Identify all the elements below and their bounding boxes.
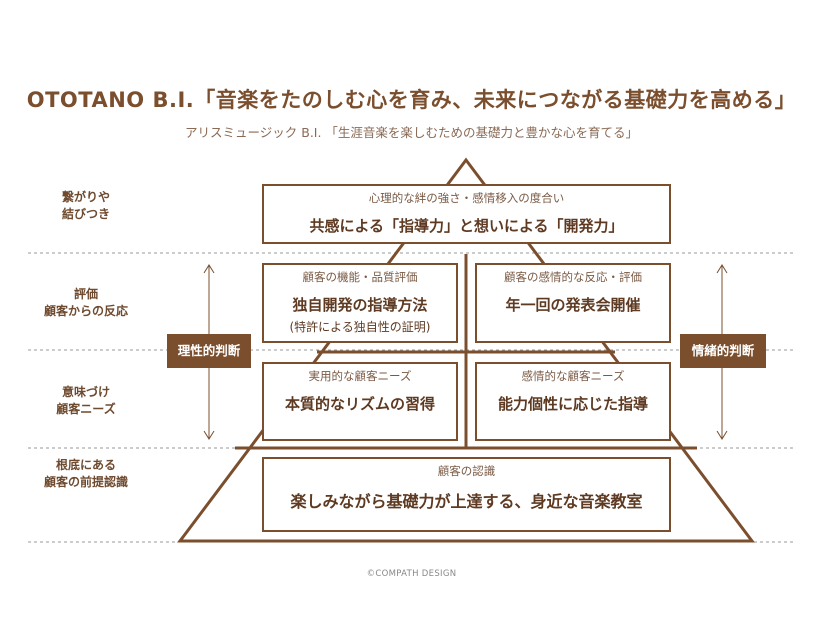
box-base-recognition: 顧客の認識 楽しみながら基礎力が上達する、身近な音楽教室 <box>262 457 671 532</box>
row-label-line: 繋がりや <box>61 190 110 204</box>
row-label-line: 顧客ニーズ <box>56 402 116 416</box>
box-caption: 心理的な絆の強さ・感情移入の度合い <box>368 191 565 205</box>
row-label-premise: 根底にある 顧客の前提認識 <box>30 457 142 491</box>
page-title: OTOTANO B.I.「音楽をたのしむ心を育み、未来につながる基礎力を高める」 <box>26 88 797 112</box>
box-practical-needs: 実用的な顧客ニーズ 本質的なリズムの習得 <box>262 362 458 441</box>
box-caption: 顧客の機能・品質評価 <box>302 270 418 284</box>
box-main-text: 年一回の発表会開催 <box>505 296 641 314</box>
box-caption: 実用的な顧客ニーズ <box>308 369 412 383</box>
rational-judgment-label: 理性的判断 <box>167 334 251 368</box>
row-label-line: 顧客の前提認識 <box>43 475 128 489</box>
box-main-text: 本質的なリズムの習得 <box>284 395 435 413</box>
box-caption: 顧客の認識 <box>437 464 496 478</box>
row-label-line: 結びつき <box>61 207 110 221</box>
box-main-text: 楽しみながら基礎力が上達する、身近な音楽教室 <box>290 492 643 511</box>
box-note-text: (特許による独自性の証明) <box>289 320 431 334</box>
arrow-head-down-icon <box>716 430 728 440</box>
box-functional-evaluation: 顧客の機能・品質評価 独自開発の指導方法 (特許による独自性の証明) <box>262 263 458 343</box>
row-label-line: 根底にある <box>55 458 116 472</box>
box-main-text: 独自開発の指導方法 <box>292 296 428 314</box>
box-main-text: 共感による「指導力」と想いによる「開発力」 <box>309 217 624 235</box>
row-label-evaluation: 評価 顧客からの反応 <box>30 286 142 320</box>
box-caption: 感情的な顧客ニーズ <box>521 369 625 383</box>
row-label-connection: 繋がりや 結びつき <box>30 189 142 223</box>
row-label-line: 評価 <box>73 287 98 301</box>
box-emotional-needs: 感情的な顧客ニーズ 能力個性に応じた指導 <box>475 362 671 441</box>
page-subtitle: アリスミュージック B.I. 「生涯音楽を楽しむための基礎力と豊かな心を育てる」 <box>185 125 638 140</box>
row-label-meaning: 意味づけ 顧客ニーズ <box>30 384 142 418</box>
box-main-text: 能力個性に応じた指導 <box>497 395 648 413</box>
arrow-head-up-icon <box>716 264 728 274</box>
arrow-head-up-icon <box>203 264 215 274</box>
row-label-line: 意味づけ <box>61 385 110 399</box>
box-emotional-evaluation: 顧客の感情的な反応・評価 年一回の発表会開催 <box>475 263 671 343</box>
box-top-empathy: 心理的な絆の強さ・感情移入の度合い 共感による「指導力」と想いによる「開発力」 <box>262 184 671 244</box>
arrow-head-down-icon <box>203 430 215 440</box>
credit-text: ©COMPATH DESIGN <box>366 569 457 579</box>
emotional-judgment-label: 情緒的判断 <box>680 334 766 368</box>
row-label-line: 顧客からの反応 <box>43 304 128 318</box>
box-caption: 顧客の感情的な反応・評価 <box>504 270 642 284</box>
